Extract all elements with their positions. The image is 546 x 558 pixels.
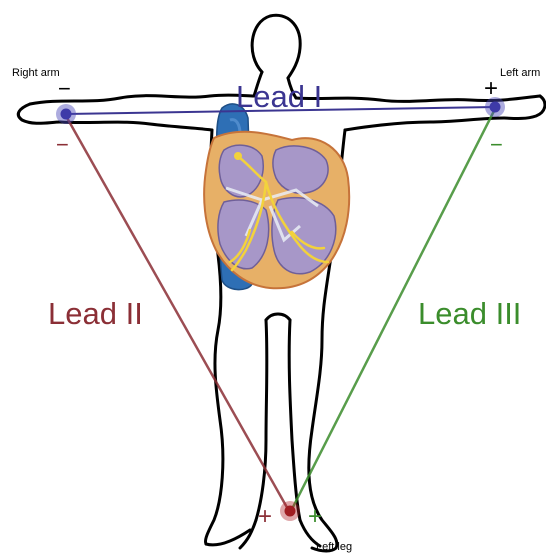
left-arm-sign-bottom: −: [490, 132, 503, 157]
crotch-outline: [266, 314, 290, 320]
right-hand-outline: [18, 104, 60, 123]
left-arm-label: Left arm: [500, 67, 540, 79]
left-leg-sign-left: +: [258, 503, 272, 530]
left-leg-electrode: [280, 501, 300, 521]
left-leg-sign-right: +: [308, 503, 322, 530]
lead-3-label: Lead III: [418, 296, 521, 331]
arms-bottom-outline: [60, 118, 504, 130]
right-arm-electrode: [56, 104, 76, 124]
left-leg-label: Left leg: [316, 541, 352, 553]
left-arm-sign-top: +: [484, 75, 498, 102]
lead-2-label: Lead II: [48, 296, 143, 331]
right-arm-label: Right arm: [12, 67, 60, 79]
left-atrium: [273, 146, 328, 193]
head-outline: [252, 15, 300, 78]
lead-1-label: Lead I: [236, 79, 322, 114]
right-arm-sign-bottom: −: [56, 132, 69, 157]
heart: [204, 132, 349, 288]
right-arm-sign-top: −: [58, 76, 71, 101]
